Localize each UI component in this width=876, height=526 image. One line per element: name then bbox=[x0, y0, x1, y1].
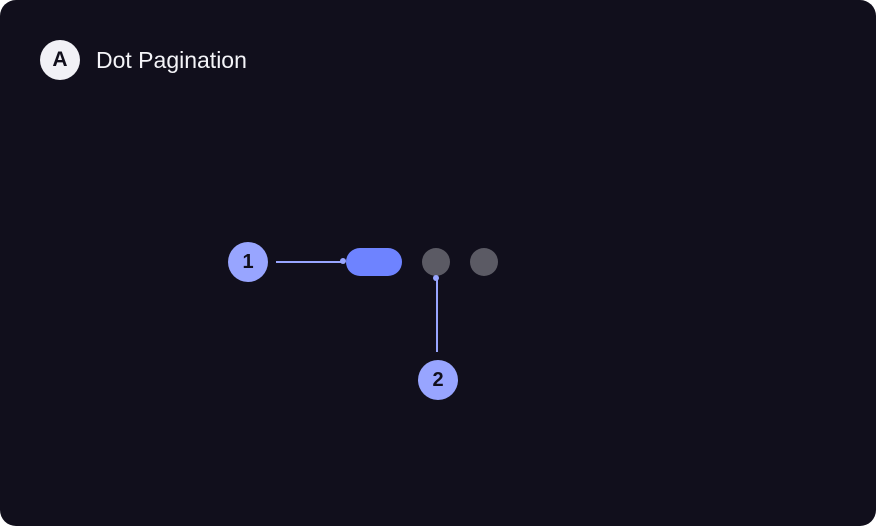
annotation-leader-line-2 bbox=[436, 279, 438, 352]
annotation-marker-1: 1 bbox=[228, 242, 268, 282]
pagination-dot-active[interactable] bbox=[346, 248, 402, 276]
section-title: Dot Pagination bbox=[96, 47, 247, 73]
annotation-leader-endpoint-1 bbox=[340, 258, 346, 264]
annotation-leader-endpoint-2 bbox=[433, 275, 439, 281]
dot-pagination bbox=[346, 248, 498, 276]
annotation-marker-2: 2 bbox=[418, 360, 458, 400]
pagination-dot-inactive[interactable] bbox=[470, 248, 498, 276]
annotation-leader-line-1 bbox=[276, 261, 343, 263]
section-badge: A bbox=[40, 40, 80, 80]
pagination-dot-inactive[interactable] bbox=[422, 248, 450, 276]
